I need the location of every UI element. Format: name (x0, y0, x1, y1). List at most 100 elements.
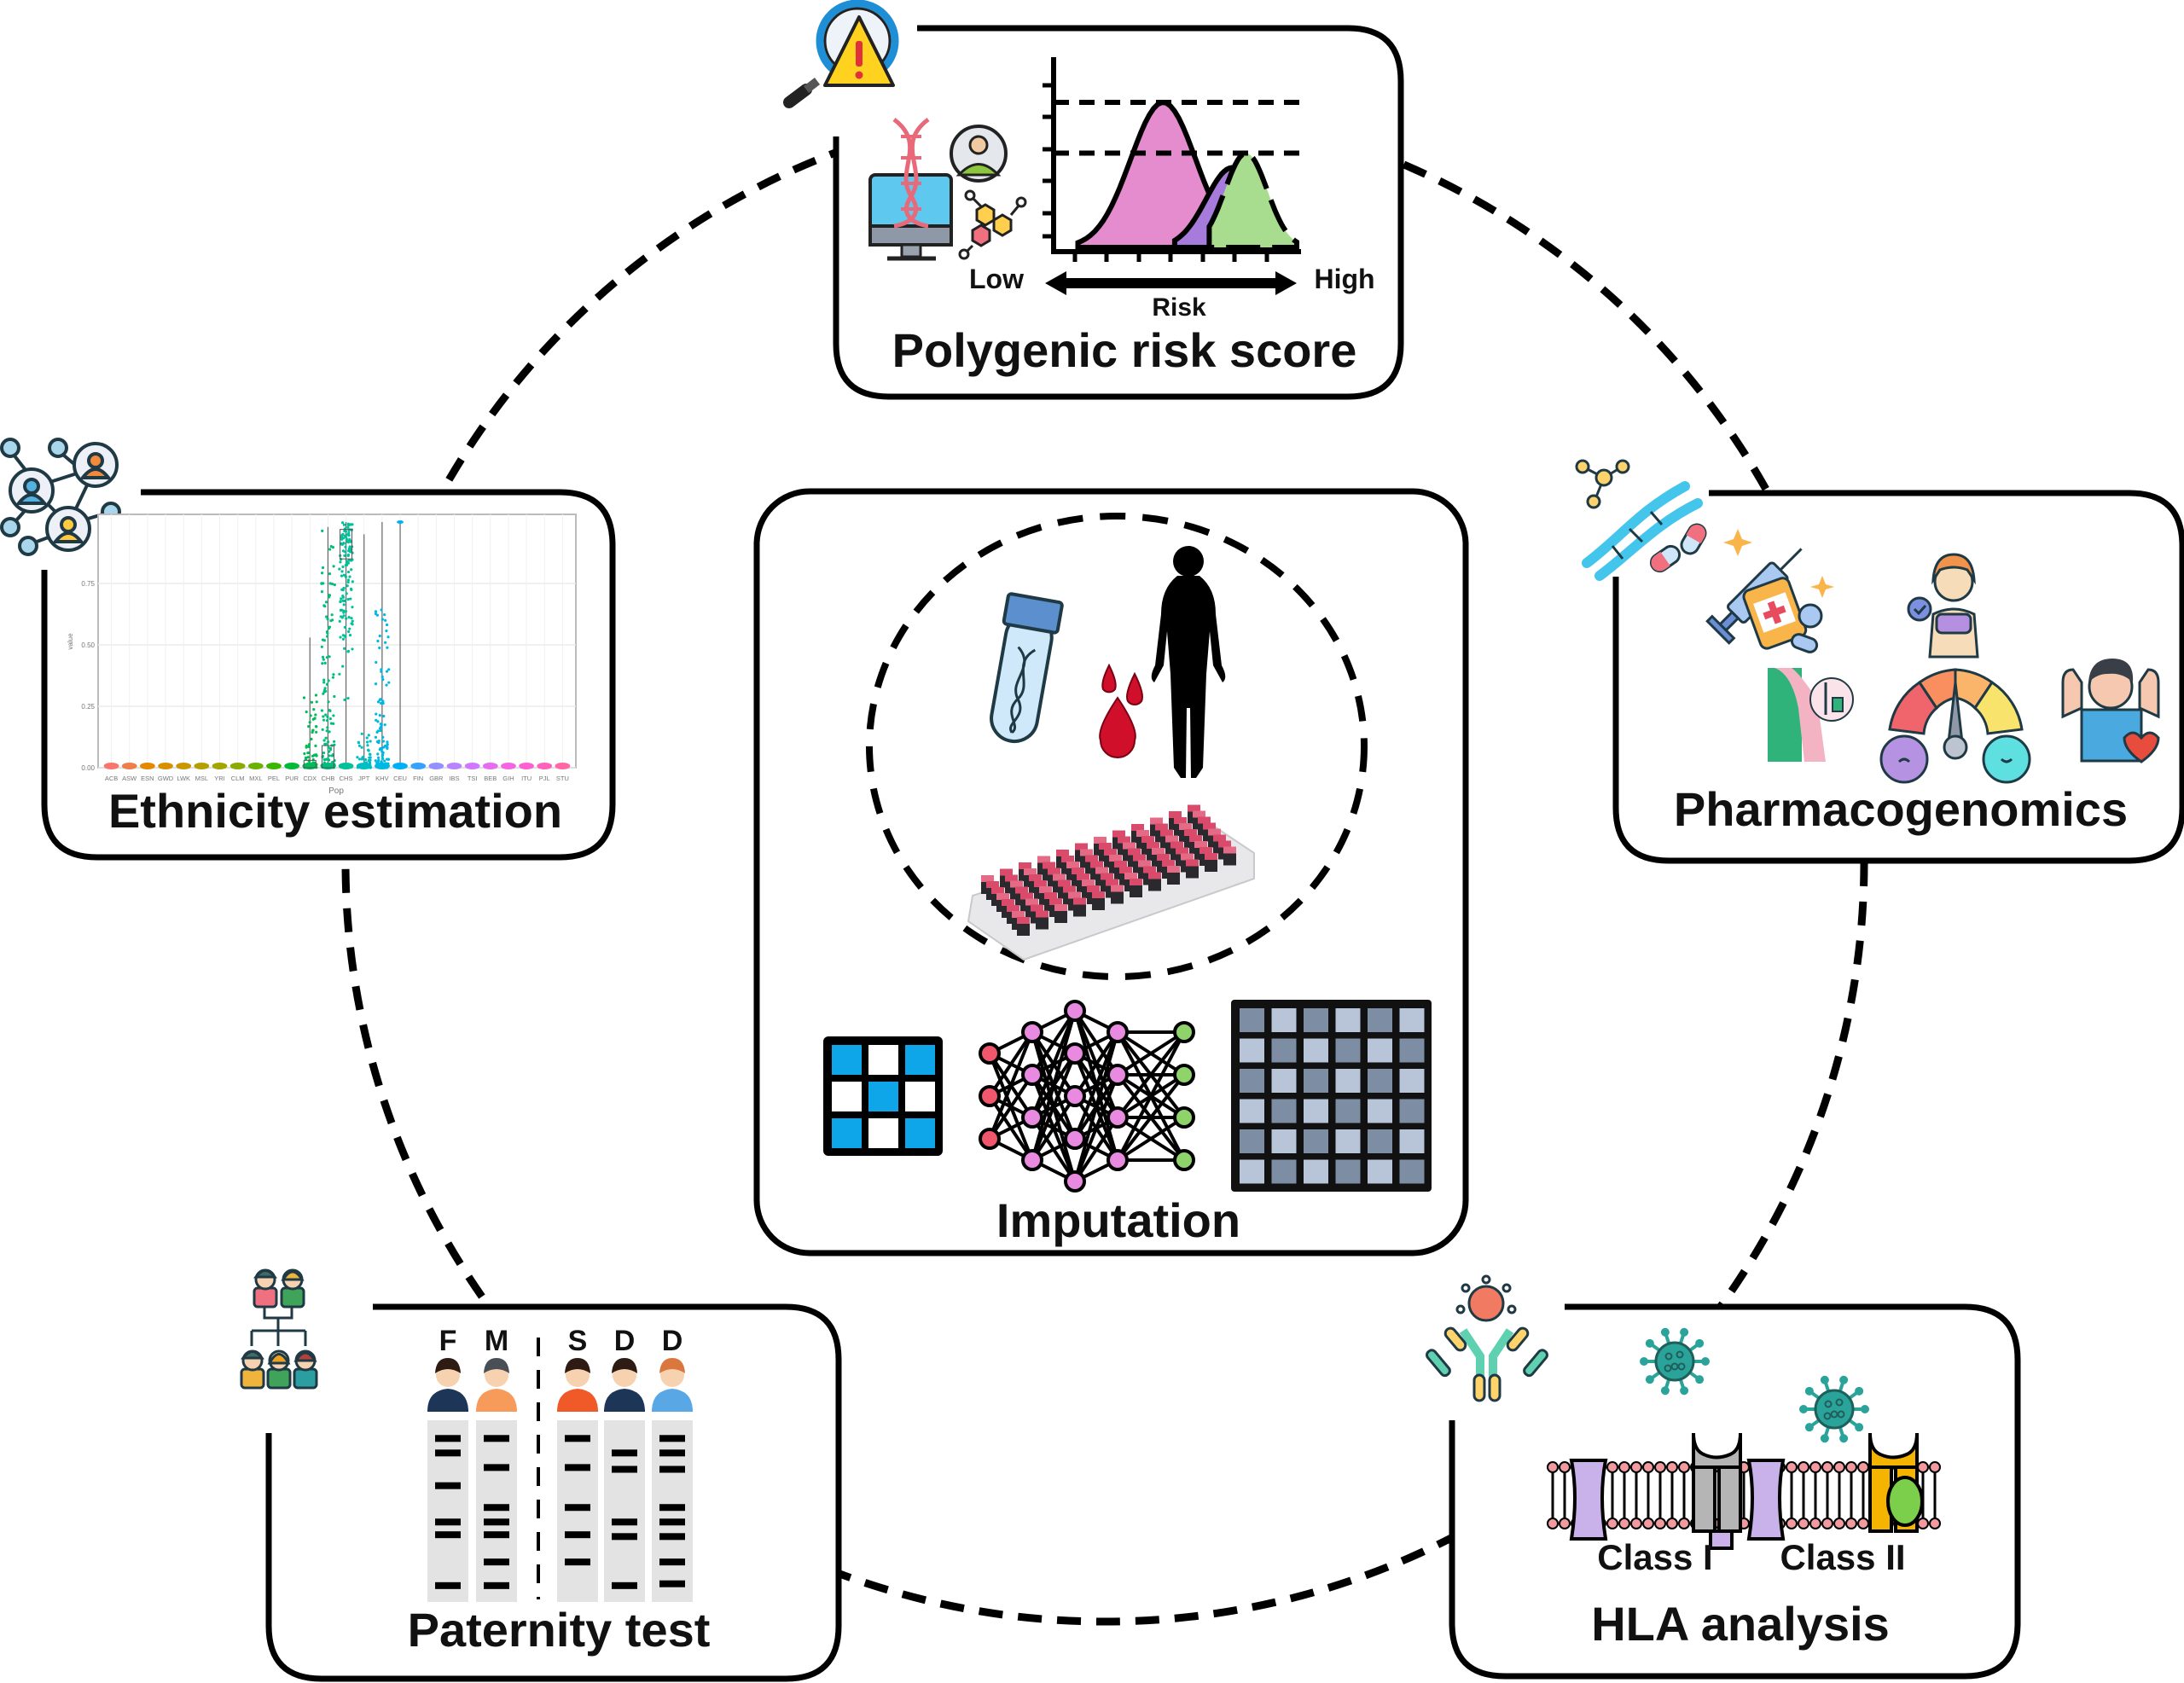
data-point (324, 736, 328, 740)
plate-well-top (1002, 899, 1014, 906)
data-point (311, 728, 315, 732)
plate-well-top (1066, 862, 1079, 868)
plate-well-top (1174, 817, 1187, 824)
data-point (351, 647, 354, 651)
virus-body (1654, 1341, 1695, 1382)
violin-base (446, 763, 462, 769)
virus-icon (1799, 1375, 1869, 1443)
plate-well-top (1133, 854, 1146, 862)
plate-well-top (1012, 911, 1025, 918)
plate-well-top (1080, 849, 1093, 856)
plate-well-top (1111, 885, 1124, 892)
plate-well-top (1095, 867, 1108, 874)
nn-edge (1116, 1030, 1186, 1077)
x-tick-label: GIH (502, 775, 514, 782)
dna-test-tube-icon (990, 592, 1064, 744)
nn-edge (988, 1030, 1034, 1098)
data-point (347, 616, 351, 619)
data-point (382, 746, 386, 749)
data-point (322, 692, 325, 695)
data-point (348, 575, 351, 578)
data-point (357, 740, 360, 744)
data-point (351, 580, 354, 583)
data-point (380, 747, 383, 751)
data-point (376, 700, 380, 704)
data-point (307, 743, 311, 746)
virus-body (1814, 1389, 1855, 1430)
data-point (351, 623, 354, 626)
strong-man-heart-icon (2061, 659, 2160, 763)
grid-cell (1240, 1038, 1264, 1063)
plate-well-top (1169, 811, 1182, 818)
data-point (314, 694, 318, 697)
data-point (306, 762, 311, 765)
gel-band (435, 1581, 461, 1589)
data-point (328, 717, 332, 721)
plate-well-top (1152, 848, 1165, 855)
x-tick-label: JPT (358, 775, 370, 782)
data-point (346, 570, 351, 574)
lane-label: S (568, 1325, 588, 1357)
data-point (375, 730, 379, 734)
gel-band (565, 1558, 590, 1566)
plate-well-top (1094, 837, 1107, 844)
data-point (368, 761, 372, 764)
grid-cell (1271, 1069, 1297, 1093)
plate-well-top (1218, 840, 1231, 848)
grid-cell (1335, 1008, 1361, 1032)
nn-node (1021, 1021, 1043, 1043)
data-point (351, 606, 354, 609)
family-tree-icon (240, 1268, 318, 1390)
grid-cell (832, 1045, 862, 1075)
grid-cell (1368, 1069, 1392, 1093)
magnifier-warning-icon (783, 0, 899, 108)
grid-cell (1335, 1038, 1361, 1063)
plate-well-top (1024, 868, 1037, 875)
plate-well-top (1087, 885, 1100, 892)
data-point (340, 616, 344, 619)
plate-well-top (996, 893, 1009, 900)
data-point (387, 681, 391, 684)
ethnicity-y-axis-label: value (67, 633, 74, 650)
panel-border (1449, 1303, 2021, 1680)
plate-well-top (1063, 885, 1076, 893)
panel-polygenic-risk-score: Low High Risk Polygenic risk score (783, 0, 1404, 400)
data-point (345, 563, 349, 566)
nn-node (1107, 1106, 1129, 1129)
plate-well-top (1188, 804, 1200, 812)
plate-well-top (1068, 891, 1081, 899)
data-point (314, 744, 317, 748)
grid-cell (1399, 1129, 1425, 1153)
nn-edge (1116, 1073, 1186, 1162)
gel-band (484, 1464, 509, 1471)
data-point (348, 550, 352, 554)
data-point (329, 619, 333, 623)
virus-spike-tip (1820, 1375, 1829, 1384)
plate-well-top (1112, 830, 1125, 838)
data-point (349, 523, 352, 526)
gel-lane (604, 1420, 645, 1602)
plate-well-top (1199, 847, 1212, 854)
skin-reaction-icon (1768, 668, 1854, 762)
microarray-plate-icon (967, 804, 1255, 961)
data-point (386, 740, 389, 744)
data-point (348, 633, 352, 637)
data-point (380, 763, 383, 768)
x-tick-label: YRI (214, 775, 225, 782)
data-point (380, 670, 383, 673)
violin-base (176, 763, 192, 769)
x-tick-label: CHB (322, 775, 335, 782)
data-point (356, 756, 359, 759)
plate-well-top (1073, 897, 1086, 905)
plate-well-top (1072, 868, 1084, 874)
data-point (341, 521, 345, 525)
panel-imputation: Imputation (753, 488, 1469, 1256)
sparse-grid-icon (823, 1036, 943, 1156)
data-point (349, 597, 352, 601)
plate-well-top (991, 887, 1004, 894)
data-point (333, 694, 336, 699)
gel-band (484, 1518, 509, 1526)
data-point (376, 766, 380, 769)
gel-band (565, 1531, 590, 1539)
virus-spike-tip (1839, 1375, 1849, 1384)
